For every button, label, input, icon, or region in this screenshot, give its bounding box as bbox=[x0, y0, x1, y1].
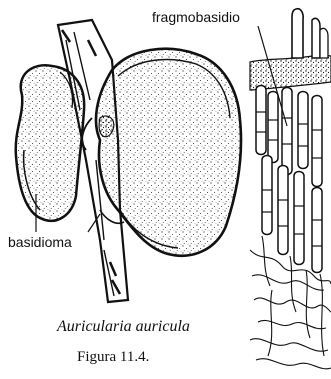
basidioma-label: basidioma bbox=[8, 234, 72, 250]
basidioma-left-lobe bbox=[16, 65, 84, 220]
microscopic-section bbox=[250, 9, 331, 369]
figure-caption: Figura 11.4. bbox=[77, 349, 149, 365]
fragmobasidio-label: fragmobasidio bbox=[152, 9, 240, 25]
species-caption: Auricularia auricula bbox=[56, 318, 190, 335]
